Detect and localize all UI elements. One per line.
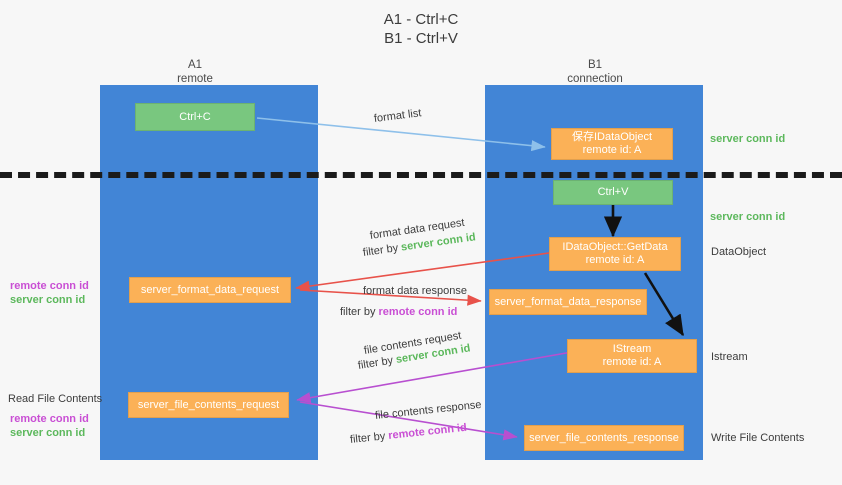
phase-separator xyxy=(0,172,842,178)
node-server-format-data-response-label: server_format_data_response xyxy=(494,295,642,308)
filter-prefix-2: filter by xyxy=(340,306,379,318)
annotation-left-server-conn-id-1: server conn id xyxy=(10,294,86,306)
annotation-left-remote-conn-id-2: remote conn id xyxy=(10,413,89,425)
edge-label-format-data-response-filter: filter by remote conn id xyxy=(340,305,457,319)
node-istream[interactable]: IStream remote id: A xyxy=(567,339,697,373)
node-server-file-contents-response-label: server_file_contents_response xyxy=(529,431,679,444)
annotation-server-conn-id-mid-text: server conn id xyxy=(710,211,786,223)
node-idataobject-title: 保存IDataObject xyxy=(571,131,653,143)
node-idataobject-getdata[interactable]: IDataObject::GetData remote id: A xyxy=(549,237,681,271)
annotation-left-server-conn-id-2: server conn id xyxy=(10,427,86,439)
edge-label-format-list: format list xyxy=(373,107,423,125)
page-title: A1 - Ctrl+C B1 - Ctrl+V xyxy=(0,10,842,48)
edge-label-file-contents-response-filter: filter by remote conn id xyxy=(349,421,467,447)
annotation-dataobject: DataObject xyxy=(711,245,766,259)
filter-prefix-3: filter by xyxy=(357,354,397,372)
node-idataobject-subtitle: remote id: A xyxy=(582,144,642,156)
node-server-format-data-request[interactable]: server_format_data_request xyxy=(129,277,291,303)
annotation-left-conn-ids-1: remote conn id server conn id xyxy=(10,279,89,307)
annotation-read-file-contents: Read File Contents xyxy=(8,393,103,405)
node-idataobject[interactable]: 保存IDataObject remote id: A xyxy=(551,128,673,160)
node-getdata-subtitle: remote id: A xyxy=(585,254,645,266)
edge-label-file-contents-response: file contents response xyxy=(374,398,483,422)
node-ctrl-v[interactable]: Ctrl+V xyxy=(553,180,673,205)
node-server-file-contents-request[interactable]: server_file_contents_request xyxy=(128,392,289,418)
annotation-write-file-contents-text: Write File Contents xyxy=(711,432,805,444)
lane-b1-name: B1 xyxy=(587,59,603,71)
node-istream-subtitle: remote id: A xyxy=(602,356,662,368)
annotation-read-file-contents-group: Read File Contents xyxy=(8,392,102,406)
lane-b1-sub: connection xyxy=(567,73,623,85)
title-line-2: B1 - Ctrl+V xyxy=(384,30,458,47)
node-getdata-title: IDataObject::GetData xyxy=(562,241,668,253)
edge-label-format-data-response: format data response xyxy=(363,285,467,297)
node-server-file-contents-response[interactable]: server_file_contents_response xyxy=(524,425,684,451)
filter-value-remote-conn-id-1: remote conn id xyxy=(378,306,458,318)
annotation-left-conn-ids-2: remote conn id server conn id xyxy=(10,412,89,440)
annotation-server-conn-id-top-text: server conn id xyxy=(710,133,786,145)
node-ctrl-c[interactable]: Ctrl+C xyxy=(135,103,255,131)
lane-a1-sub: remote xyxy=(177,73,213,85)
filter-prefix-1: filter by xyxy=(362,241,402,259)
node-server-file-contents-request-label: server_file_contents_request xyxy=(137,398,280,411)
title-line-1: A1 - Ctrl+C xyxy=(383,11,459,28)
annotation-dataobject-text: DataObject xyxy=(711,246,767,258)
lane-header-a1: A1 remote xyxy=(135,58,255,86)
lane-header-b1: B1 connection xyxy=(535,58,655,86)
node-server-format-data-request-label: server_format_data_request xyxy=(140,283,280,296)
node-ctrl-c-label: Ctrl+C xyxy=(179,110,211,123)
annotation-istream-text: Istream xyxy=(711,351,748,363)
annotation-write-file-contents: Write File Contents xyxy=(711,431,804,445)
filter-value-remote-conn-id-2: remote conn id xyxy=(387,421,468,442)
annotation-istream: Istream xyxy=(711,350,748,364)
lane-a1-name: A1 xyxy=(187,59,203,71)
annotation-left-remote-conn-id-1: remote conn id xyxy=(10,280,89,292)
node-ctrl-v-label: Ctrl+V xyxy=(597,186,629,198)
node-istream-title: IStream xyxy=(612,343,652,355)
annotation-server-conn-id-mid: server conn id xyxy=(710,210,785,224)
filter-prefix-4: filter by xyxy=(349,430,389,446)
annotation-server-conn-id-top: server conn id xyxy=(710,132,785,146)
node-server-format-data-response[interactable]: server_format_data_response xyxy=(489,289,647,315)
